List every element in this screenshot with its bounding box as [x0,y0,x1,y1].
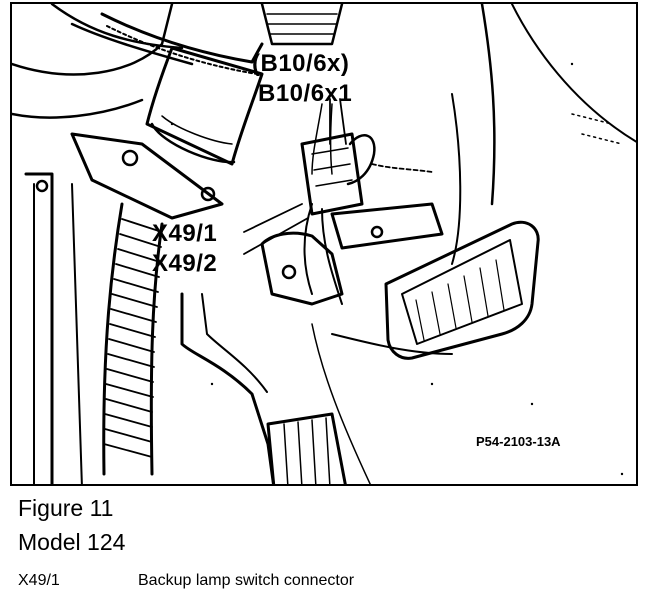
diagram-frame: (B10/6x) B10/6x1 X49/1 X49/2 P54-2103-13… [10,2,638,486]
label-b10-6x-paren: (B10/6x) [252,50,350,77]
label-x49-2: X49/2 [152,250,218,277]
pedal-assembly-illustration [12,4,636,484]
legend-value: Backup lamp switch connector [138,572,355,589]
label-b10-6x1: B10/6x1 [258,80,353,107]
legend-key: X49/1 [18,572,60,589]
label-x49-1: X49/1 [152,220,218,247]
model-caption: Model 124 [18,529,126,555]
figure-caption: Figure 11 [18,495,114,521]
reference-code: P54-2103-13A [476,434,561,449]
